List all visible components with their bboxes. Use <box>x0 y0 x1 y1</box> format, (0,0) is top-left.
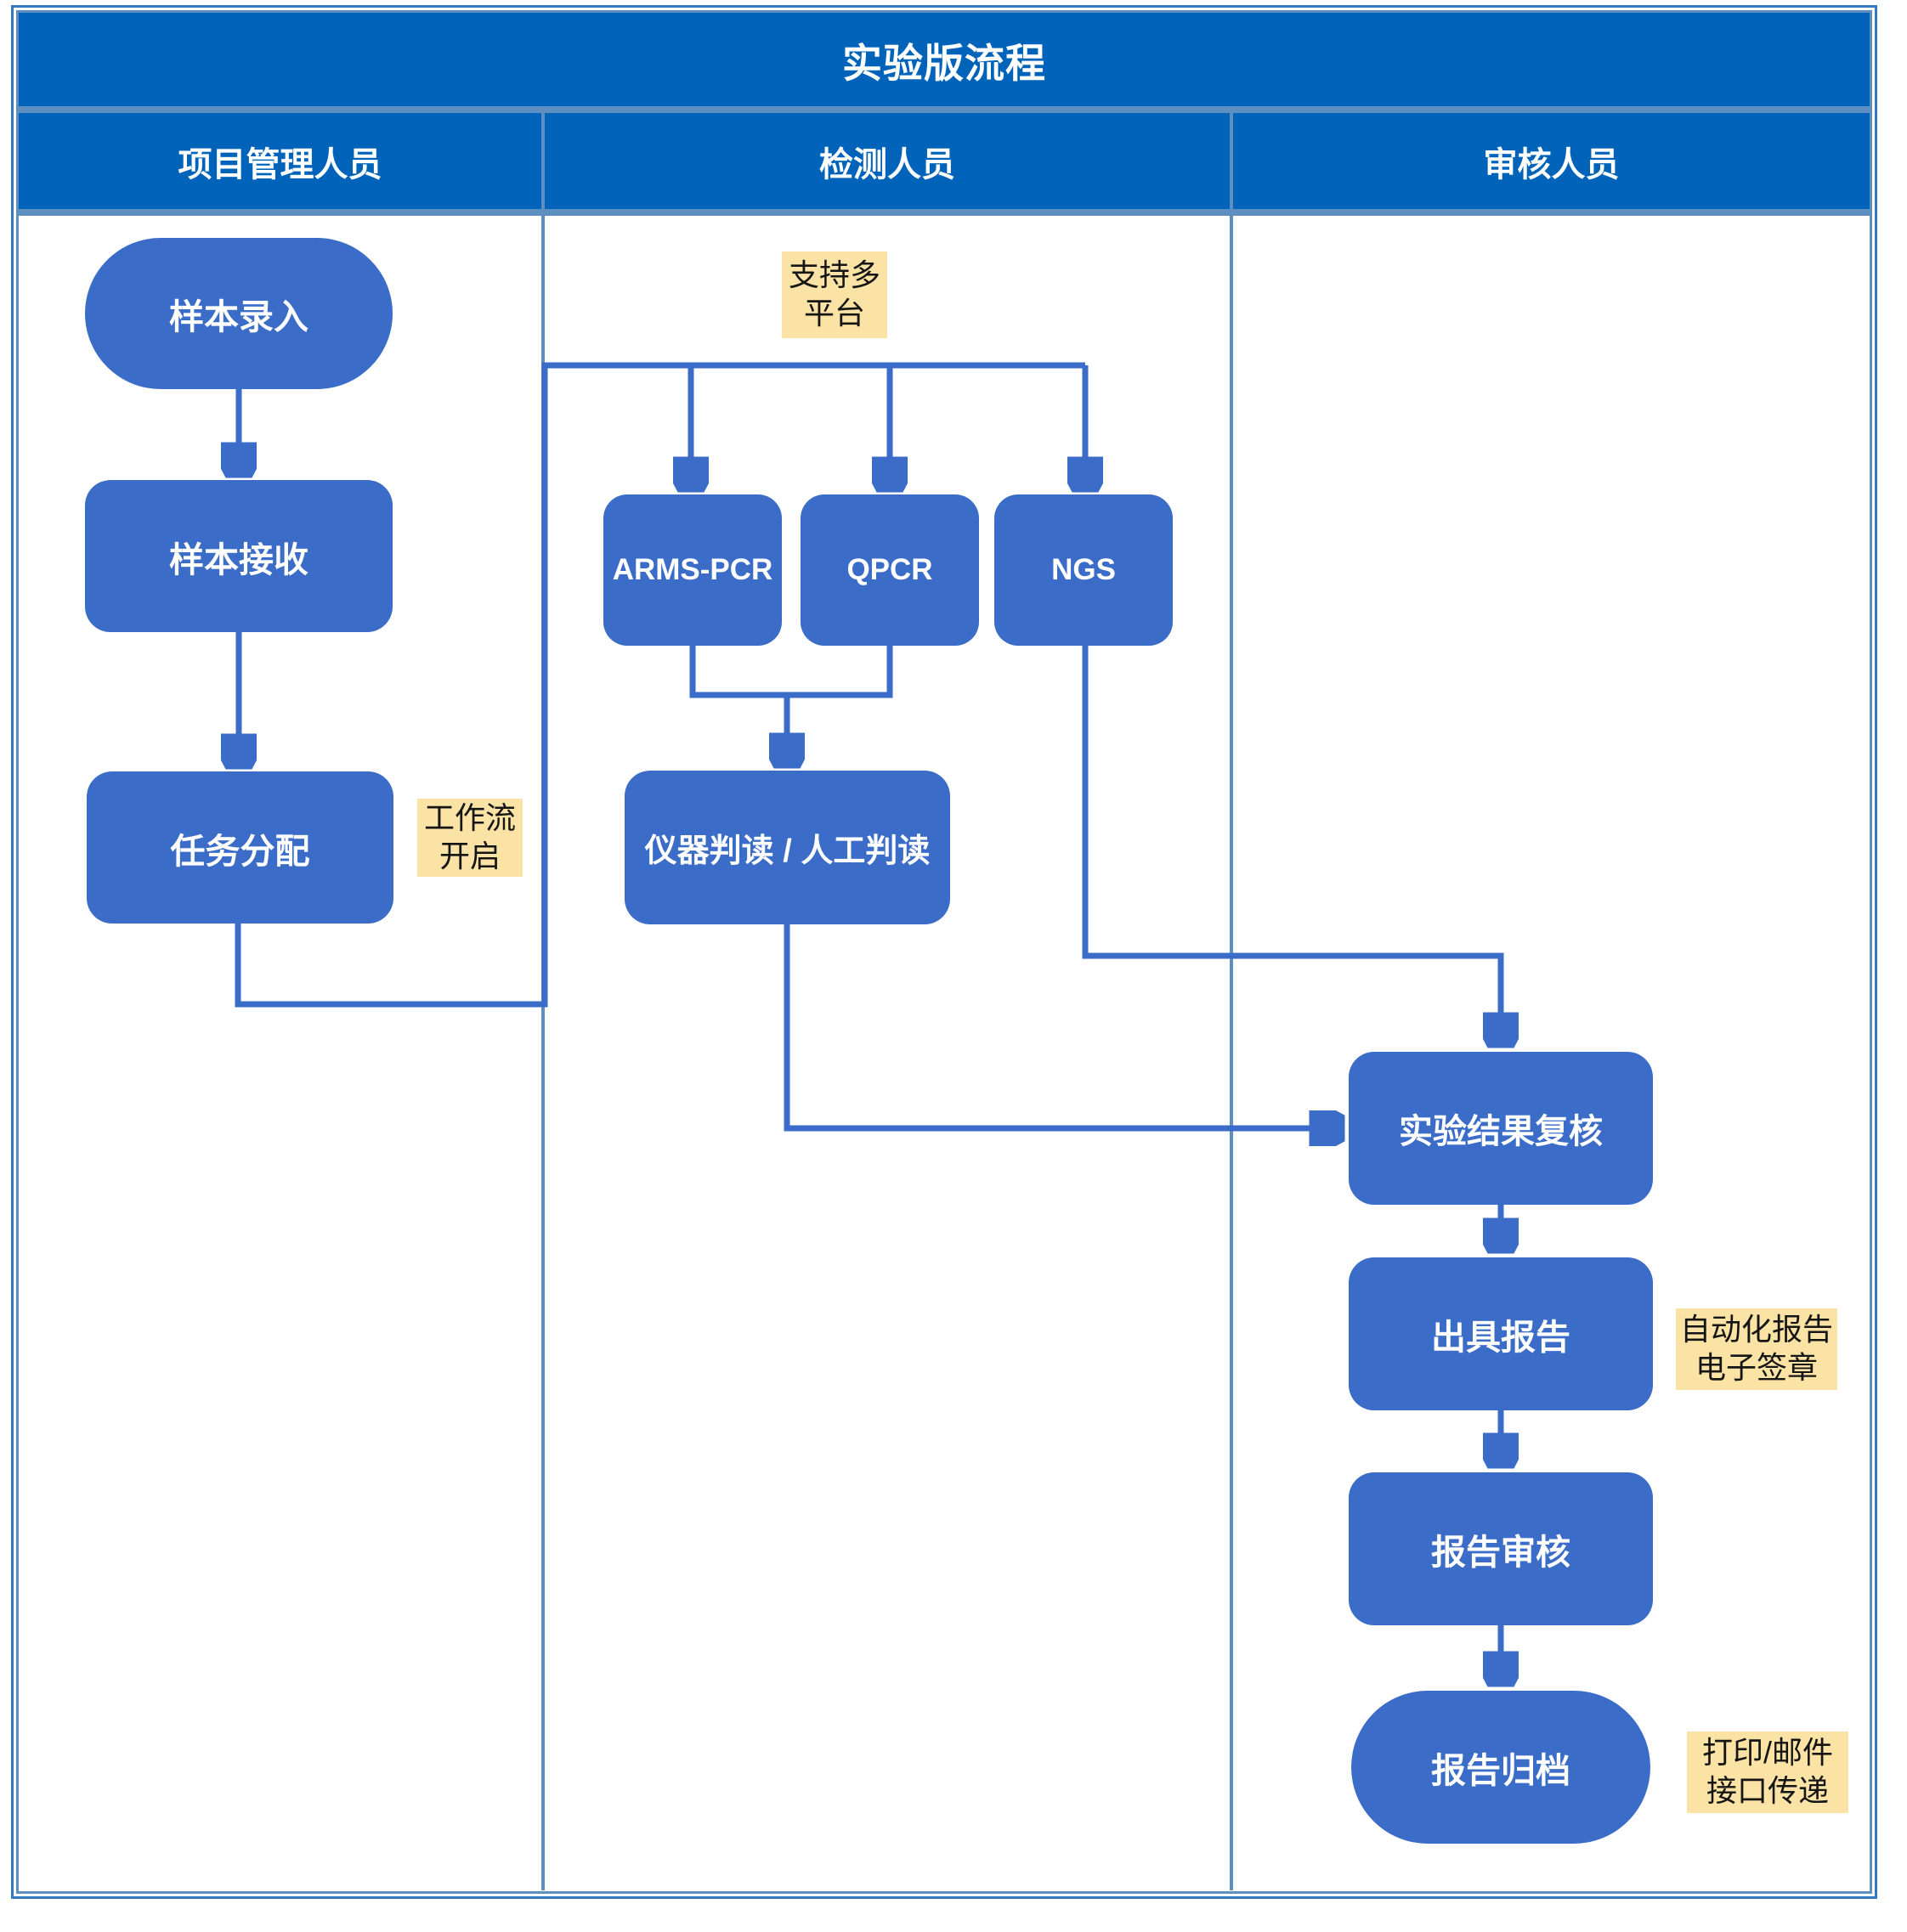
node-report-review: 报告审核 <box>1349 1472 1653 1625</box>
lane-divider-2 <box>1230 113 1233 1890</box>
node-result-review: 实验结果复核 <box>1349 1052 1653 1205</box>
node-sample-receive: 样本接收 <box>85 480 393 632</box>
note-print-mail: 打印/邮件接口传递 <box>1687 1731 1848 1813</box>
node-task-assign: 任务分配 <box>87 771 393 924</box>
note-auto-report: 自动化报告电子签章 <box>1676 1308 1837 1390</box>
node-report-archive: 报告归档 <box>1351 1691 1650 1844</box>
lane-header-testing: 检测人员 <box>819 145 955 184</box>
node-qpcr: QPCR <box>801 494 979 646</box>
node-sample-entry: 样本录入 <box>85 238 393 389</box>
node-issue-report: 出具报告 <box>1349 1257 1653 1410</box>
lane-header-review: 审核人员 <box>1483 145 1620 184</box>
title-bar: 实验版流程 <box>19 13 1870 106</box>
node-ngs: NGS <box>994 494 1173 646</box>
header-separator <box>19 209 1870 216</box>
lane-divider-1 <box>541 113 545 1890</box>
lane-header-project-management: 项目管理人员 <box>178 145 382 184</box>
node-arms-pcr: ARMS-PCR <box>603 494 782 646</box>
lane-header-band <box>19 113 1870 209</box>
title-separator <box>19 106 1870 113</box>
note-workflow-start: 工作流开启 <box>417 799 523 877</box>
page-title: 实验版流程 <box>842 40 1046 86</box>
note-multi-platform: 支持多平台 <box>782 251 887 338</box>
node-reading: 仪器判读 / 人工判读 <box>625 771 950 924</box>
